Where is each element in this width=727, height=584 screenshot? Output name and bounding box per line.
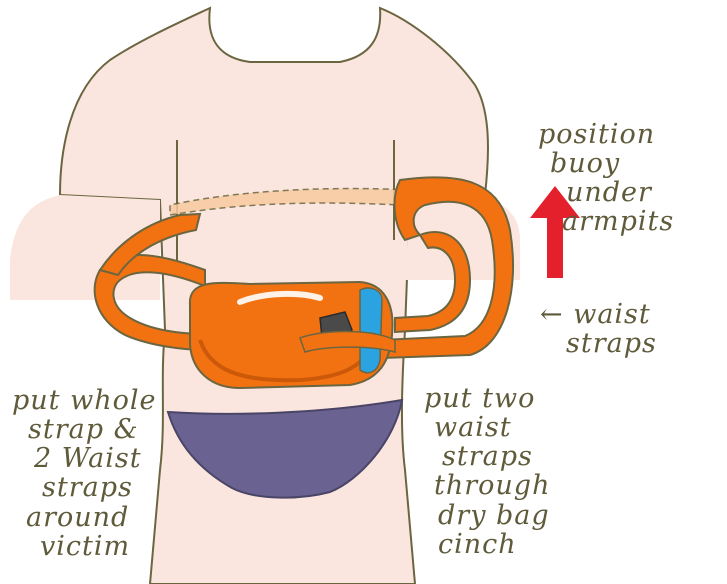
waist-straps-label: ← waist straps [540,300,657,358]
left-instruction-note: put whole strap & 2 Waist straps around … [12,386,156,561]
right-instruction-note: put two waist straps through dry bag cin… [424,384,550,559]
position-buoy-label: position buoy under armpits [538,120,674,237]
dry-bag [360,288,382,373]
